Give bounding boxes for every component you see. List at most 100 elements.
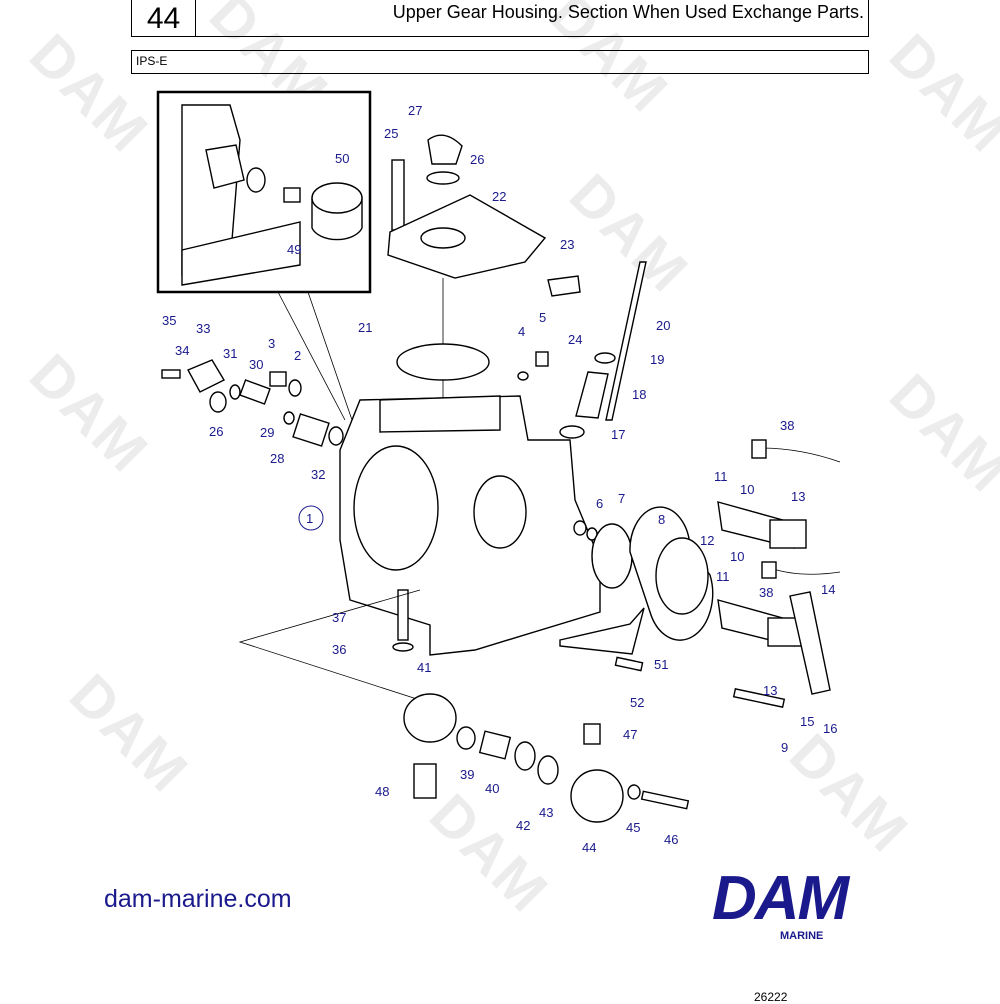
callout-50: 50 <box>335 151 349 166</box>
washer <box>229 384 241 400</box>
inset-plug <box>283 187 301 203</box>
callout-16: 16 <box>823 721 837 736</box>
large-o-ring <box>396 343 490 381</box>
callout-24: 24 <box>568 332 582 347</box>
top-cover <box>387 194 547 279</box>
end-cover <box>187 359 225 393</box>
drawing-number: 26222 <box>754 990 788 1004</box>
callout-45: 45 <box>626 820 640 835</box>
model-box: IPS-E <box>131 50 869 74</box>
valve-body <box>292 413 330 447</box>
long-bolt <box>732 688 786 708</box>
callout-2: 2 <box>294 348 301 363</box>
callout-26: 26 <box>209 424 223 439</box>
valve-housing <box>403 693 457 743</box>
callout-10: 10 <box>740 482 754 497</box>
screw <box>161 369 181 379</box>
callout-42: 42 <box>516 818 530 833</box>
housing-top-flange <box>379 395 501 433</box>
callout-44: 44 <box>582 840 596 855</box>
solenoid-coil <box>769 519 807 549</box>
spring <box>239 379 271 405</box>
filler-cap <box>427 134 463 165</box>
inset-filter-top <box>311 182 363 214</box>
model-label: IPS-E <box>136 54 168 68</box>
washer <box>392 642 414 652</box>
logo: DAM <box>712 864 849 933</box>
oil-pipe <box>789 591 831 695</box>
cable-harness <box>769 567 841 575</box>
temperature-sensor <box>413 763 437 799</box>
callout-30: 30 <box>249 357 263 372</box>
inset-pointer <box>277 291 353 421</box>
ball <box>283 411 295 425</box>
bolt <box>614 656 644 672</box>
callout-33: 33 <box>196 321 210 336</box>
header-box: 44 Upper Gear Housing. Section When Used… <box>131 0 869 37</box>
washer <box>573 520 587 536</box>
callout-25: 25 <box>384 126 398 141</box>
callout-3: 3 <box>268 336 275 351</box>
seal-ring <box>288 379 302 397</box>
callout-11: 11 <box>714 469 728 484</box>
callout-13: 13 <box>763 683 777 698</box>
bolt <box>640 790 690 810</box>
valve-block <box>570 769 624 823</box>
callout-51: 51 <box>654 657 668 672</box>
callout-11: 11 <box>716 569 730 584</box>
cover-bore <box>420 227 466 249</box>
callout-12: 12 <box>700 533 714 548</box>
logo-subtitle: MARINE <box>780 930 824 942</box>
callout-37: 37 <box>332 610 346 625</box>
callout-49: 49 <box>287 242 301 257</box>
dipstick <box>605 261 647 421</box>
sensor-bracket <box>547 275 581 297</box>
long-bolt <box>391 159 405 231</box>
bolt <box>397 589 409 641</box>
callout-22: 22 <box>492 189 506 204</box>
seal-ring <box>594 352 616 364</box>
callout-23: 23 <box>560 237 574 252</box>
callout-52: 52 <box>630 695 644 710</box>
oil-filter <box>575 371 609 419</box>
filter-gasket <box>559 425 585 439</box>
inset-cover <box>205 144 245 189</box>
o-ring <box>456 726 476 750</box>
callout-34: 34 <box>175 343 189 358</box>
callout-10: 10 <box>730 549 744 564</box>
piston <box>478 730 512 760</box>
sensor <box>583 723 601 745</box>
callout-1: 1 <box>306 511 313 526</box>
o-ring <box>209 391 227 413</box>
callout-7: 7 <box>618 491 625 506</box>
inset-base <box>181 221 301 286</box>
callout-32: 32 <box>311 467 325 482</box>
page-number: 44 <box>132 0 196 36</box>
callout-19: 19 <box>650 352 664 367</box>
callout-26: 26 <box>470 152 484 167</box>
callout-18: 18 <box>632 387 646 402</box>
callout-15: 15 <box>800 714 814 729</box>
website-link[interactable]: dam-marine.com <box>104 885 292 913</box>
sub-assembly-lead <box>238 589 421 701</box>
side-bore <box>473 475 527 549</box>
plug <box>269 371 287 387</box>
callout-9: 9 <box>781 740 788 755</box>
callout-41: 41 <box>417 660 431 675</box>
washer <box>517 371 529 381</box>
pump-cover-face <box>655 537 709 615</box>
callout-40: 40 <box>485 781 499 796</box>
cable-harness <box>759 447 841 463</box>
callout-38: 38 <box>759 585 773 600</box>
o-ring <box>591 523 633 589</box>
callout-20: 20 <box>656 318 670 333</box>
callout-35: 35 <box>162 313 176 328</box>
sealing-washer <box>328 426 344 446</box>
callout-38: 38 <box>780 418 794 433</box>
callout-47: 47 <box>623 727 637 742</box>
callout-8: 8 <box>658 512 665 527</box>
callout-31: 31 <box>223 346 237 361</box>
callout-46: 46 <box>664 832 678 847</box>
